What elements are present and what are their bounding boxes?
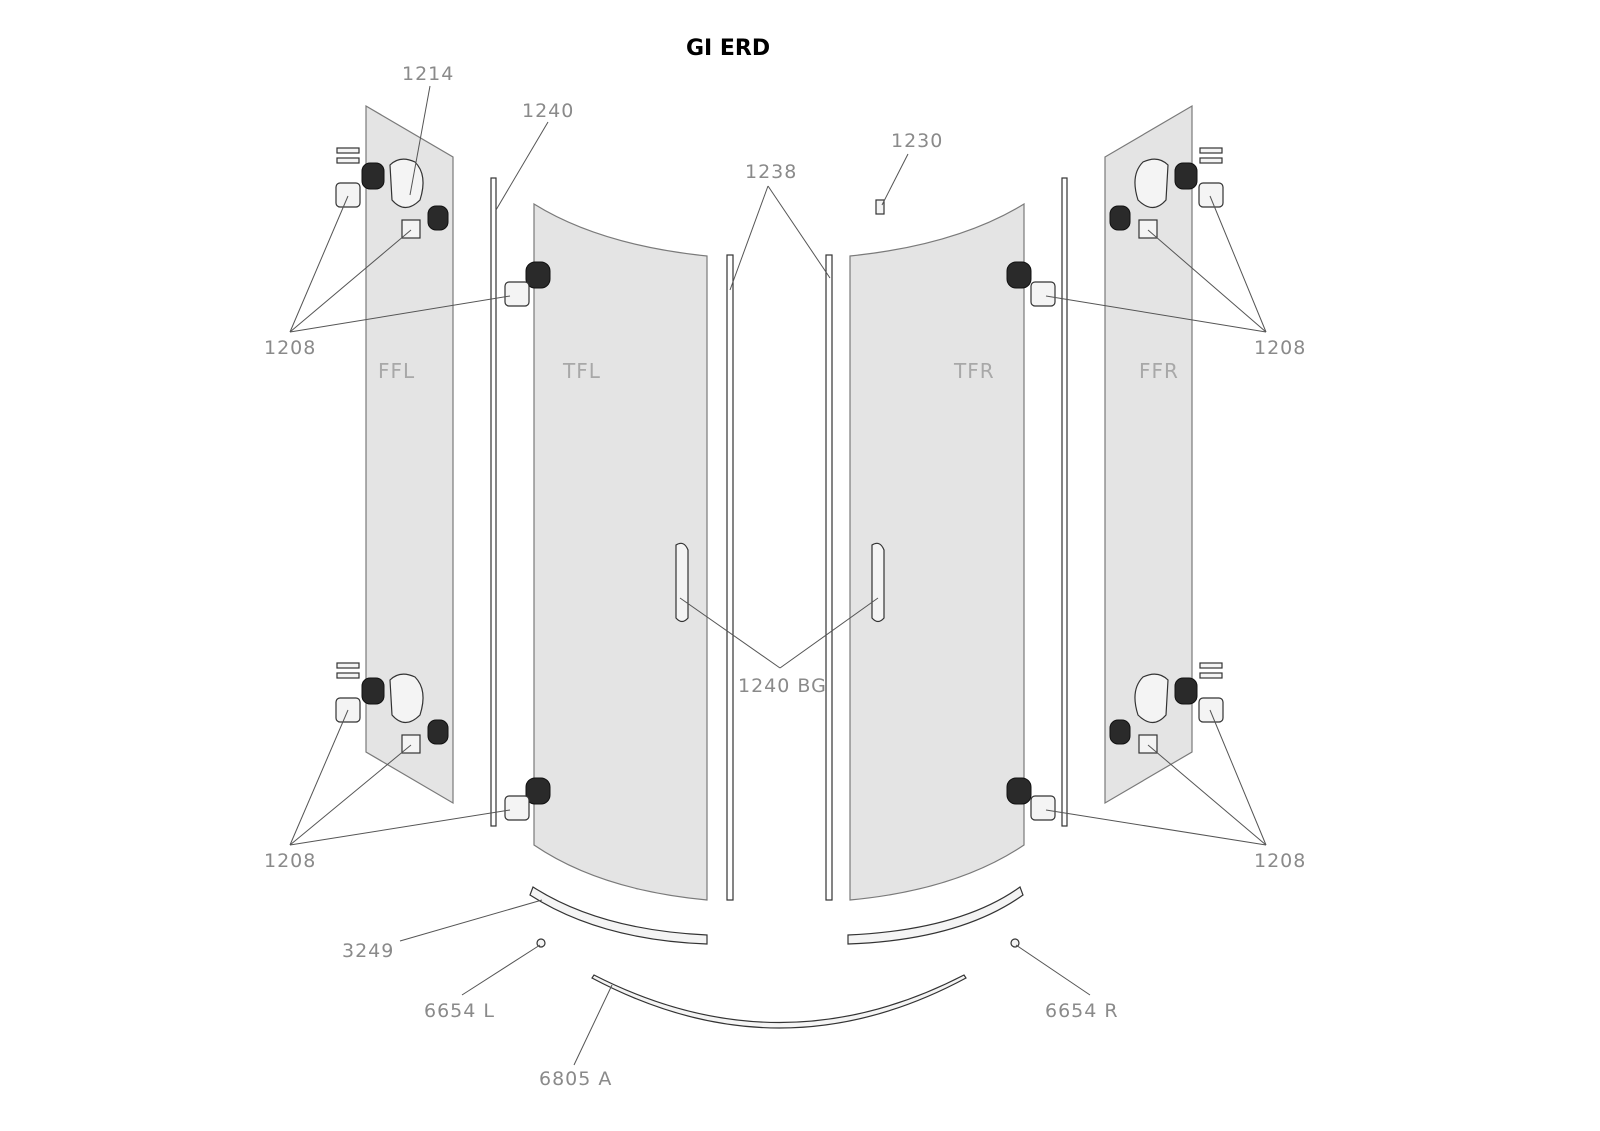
hinge-group-right-bottom (1109, 662, 1224, 754)
strip-left (490, 177, 497, 827)
part-label-6654l: 6654 L (424, 1000, 495, 1022)
threshold-6805a (591, 974, 967, 1029)
part-label-1230: 1230 (891, 130, 943, 152)
end-cap-right (1010, 938, 1020, 948)
door-hinges (504, 261, 1056, 821)
handle-left (675, 542, 689, 623)
part-label-1208-top-right: 1208 (1254, 337, 1306, 359)
part-label-6654r: 6654 R (1045, 1000, 1119, 1022)
panel-label-ffr: FFR (1139, 359, 1179, 383)
seal-right (825, 254, 833, 901)
part-label-1208-top-left: 1208 (264, 337, 316, 359)
hinge-group-left-top (335, 147, 449, 239)
part-label-1208-bottom-right: 1208 (1254, 850, 1306, 872)
panel-label-tfl: TFL (562, 359, 601, 383)
end-cap-left (536, 938, 546, 948)
fixed-panel-left (365, 104, 454, 805)
part-1230 (875, 199, 885, 215)
part-label-6805a: 6805 A (539, 1068, 612, 1090)
panel-label-tfr: TFR (953, 359, 995, 383)
part-label-1238: 1238 (745, 161, 797, 183)
leader-lines (289, 85, 1267, 1066)
hinge-group-right-top (1109, 147, 1224, 239)
part-label-3249: 3249 (342, 940, 394, 962)
bottom-seal-left (529, 886, 708, 945)
fixed-panel-right (1104, 104, 1193, 805)
handle-right (871, 542, 885, 623)
part-label-1240bg: 1240 BG (738, 675, 827, 697)
strip-right (1061, 177, 1068, 827)
door-right (849, 202, 1025, 901)
part-label-1240: 1240 (522, 100, 574, 122)
seal-left (726, 254, 734, 901)
part-label-1214: 1214 (402, 63, 454, 85)
diagram-title: GI ERD (686, 36, 771, 61)
door-left (533, 202, 708, 901)
part-label-1208-bottom-left: 1208 (264, 850, 316, 872)
bottom-seal-right (847, 886, 1024, 945)
panel-label-ffl: FFL (378, 359, 415, 383)
